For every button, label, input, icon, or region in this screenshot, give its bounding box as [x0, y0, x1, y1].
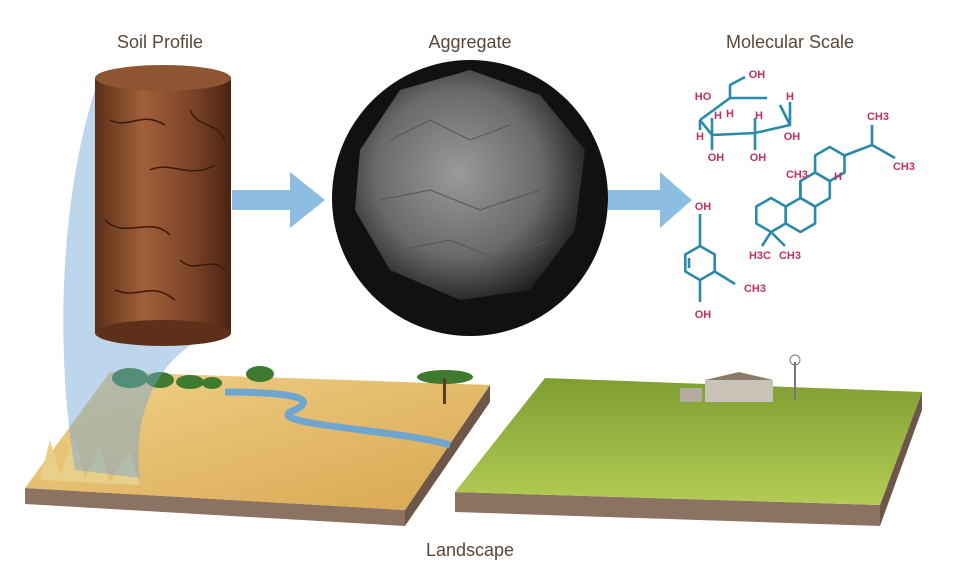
atom-label: H3C	[749, 250, 771, 262]
atom-label: H	[786, 91, 794, 103]
landscape-title: Landscape	[426, 540, 514, 560]
atom-label: HO	[695, 91, 712, 103]
river	[224, 388, 452, 449]
atom-label: H	[755, 110, 763, 122]
dry-grassland-landscape	[25, 366, 490, 526]
farmland-landscape	[455, 354, 922, 526]
atom-label: H	[834, 171, 842, 183]
aggregate-micrograph	[332, 60, 608, 336]
aggregate-title: Aggregate	[428, 32, 511, 52]
atom-label: CH3	[744, 283, 766, 295]
atom-label: H	[726, 108, 734, 120]
atom-label: CH3	[786, 169, 808, 181]
atom-label: CH3	[893, 161, 915, 173]
atom-label: OH	[695, 309, 712, 321]
atom-label: OH	[750, 152, 767, 164]
phenol-molecule: OH OH CH3	[683, 201, 766, 321]
atom-label: CH3	[867, 111, 889, 123]
farm-buildings	[680, 354, 801, 402]
terpene-molecule: CH3 CH3 CH3 H H3C CH3	[749, 111, 915, 262]
soil-profile-title: Soil Profile	[117, 32, 203, 52]
arrow-right-icon	[232, 172, 325, 228]
atom-label: H	[696, 131, 704, 143]
grass	[40, 435, 140, 485]
sugar-molecule: OH HO H H H H H OH OH OH	[695, 69, 801, 164]
atom-label: H	[714, 110, 722, 122]
molecular-scale-title: Molecular Scale	[726, 32, 854, 52]
atom-label: OH	[695, 201, 712, 213]
soil-core-cylinder	[95, 65, 231, 346]
atom-label: OH	[784, 131, 801, 143]
atom-label: OH	[708, 152, 725, 164]
trees	[112, 366, 473, 404]
atom-label: CH3	[779, 250, 801, 262]
atom-label: OH	[749, 69, 766, 81]
arrow-right-icon	[608, 172, 692, 228]
